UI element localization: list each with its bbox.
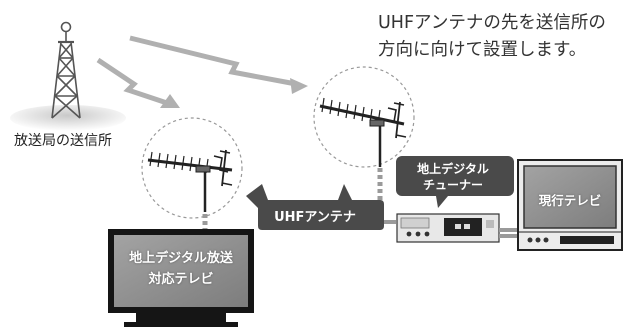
digital-tuner-label-line-1: 地上デジタル bbox=[417, 162, 489, 176]
broadcast-station-label: 放送局の送信所 bbox=[14, 133, 112, 149]
digital-tv-label: 地上デジタル放送 対応テレビ bbox=[122, 248, 240, 290]
instruction-caption: UHFアンテナの先を送信所の 方向に向けて設置します。 bbox=[378, 10, 606, 64]
transmission-tower-icon bbox=[51, 21, 81, 119]
tuner-to-tv-cable bbox=[499, 228, 518, 238]
antenna-zoom-circle-right bbox=[313, 66, 415, 168]
ground-shadow bbox=[10, 105, 126, 131]
instruction-caption-line-2: 方向に向けて設置します。 bbox=[378, 40, 587, 60]
signal-arrow-right-icon bbox=[129, 35, 308, 94]
antenna-zoom-circle-left bbox=[141, 117, 243, 219]
digital-tuner-device-icon bbox=[396, 213, 500, 243]
uhf-antenna-label: UHFアンテナ bbox=[274, 210, 356, 225]
digital-tv-label-line-2: 対応テレビ bbox=[148, 272, 214, 287]
digital-tv-icon bbox=[108, 229, 254, 327]
digital-tuner-label: 地上デジタル チューナー bbox=[398, 161, 508, 193]
current-tv-label: 現行テレビ bbox=[538, 193, 602, 208]
current-tv-icon bbox=[517, 159, 623, 251]
instruction-caption-line-1: UHFアンテナの先を送信所の bbox=[378, 13, 606, 33]
digital-tuner-label-line-2: チューナー bbox=[422, 178, 483, 192]
uhf-antenna-left-icon bbox=[147, 149, 233, 212]
tuner-callout bbox=[396, 156, 514, 208]
uhf-antenna-callout bbox=[246, 184, 384, 230]
digital-tv-label-line-1: 地上デジタル放送 bbox=[129, 251, 233, 266]
signal-arrow-left-icon bbox=[96, 57, 180, 108]
uhf-antenna-right-icon bbox=[319, 97, 407, 167]
